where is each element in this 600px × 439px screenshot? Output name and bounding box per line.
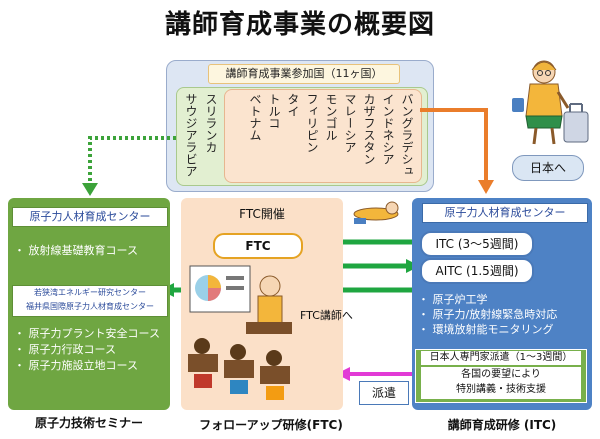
course-plant-safety: ・ 原子力プラント安全コース — [14, 327, 160, 340]
country-turkey: トルコ — [267, 93, 281, 129]
middle-caption: フォローアップ研修(FTC) — [199, 418, 343, 432]
dispatch-tag: 派遣 — [359, 381, 409, 405]
country-mongolia: モンゴル — [324, 93, 338, 141]
dispatch-body: 各国の要望により 特別講義・技術支援 — [421, 367, 581, 399]
country-srilanka: スリランカ — [204, 93, 218, 153]
diagram-title: 講師育成事業の概要図 — [164, 10, 435, 40]
japan-box: 日本へ — [512, 155, 584, 181]
aitc-box: AITC (1.5週間) — [420, 258, 534, 284]
topic-monitoring: ・ 環境放射能モニタリング — [418, 323, 554, 336]
dotted-green-arrow-head — [82, 183, 98, 196]
country-kazakhstan: カザフスタン — [362, 93, 376, 165]
participants-peach-panel — [224, 89, 422, 183]
dispatch-line1: 各国の要望により — [461, 369, 541, 380]
sub-center-line2: 福井県国際原子力人材育成センター — [26, 302, 154, 311]
orange-arrow-head — [478, 180, 494, 194]
course-site-location: ・ 原子力施設立地コース — [14, 359, 138, 372]
sub-center-line1: 若狭湾エネルギー研究センター — [34, 288, 146, 297]
ftc-box: FTC — [213, 233, 303, 259]
country-vietnam: ベトナム — [248, 93, 262, 141]
left-caption: 原子力技術セミナー — [34, 416, 143, 430]
country-bangladesh: バングラデシュ — [400, 93, 414, 177]
dispatch-line2: 特別講義・技術支援 — [456, 384, 546, 395]
country-thailand: タイ — [286, 93, 300, 117]
course-administration: ・ 原子力行政コース — [14, 343, 116, 356]
course-radiation-basic: ・ 放射線基礎教育コース — [14, 244, 138, 257]
left-sub-center: 若狭湾エネルギー研究センター 福井県国際原子力人材育成センター — [12, 285, 168, 317]
topic-emergency: ・ 原子力/放射線緊急時対応 — [418, 308, 558, 321]
country-indonesia: インドネシア — [381, 93, 395, 165]
itc-box: ITC (3～5週間) — [420, 231, 534, 257]
right-center-label: 原子力人材育成センター — [422, 203, 588, 223]
country-malaysia: マレーシア — [343, 93, 357, 153]
country-philippines: フィリピン — [305, 93, 319, 153]
orange-arrow — [420, 108, 488, 182]
topic-reactor: ・ 原子炉工学 — [418, 293, 488, 306]
dispatch-header: 日本人専門家派遣（1～3週間） — [421, 351, 581, 365]
dotted-green-arrow — [88, 136, 176, 185]
traveller-illustration — [512, 60, 589, 145]
country-saudiarabia: サウジアラビア — [184, 93, 198, 177]
left-center-label: 原子力人材育成センター — [12, 207, 168, 227]
classroom-illustration — [188, 265, 292, 400]
right-caption: 講師育成研修 (ITC) — [447, 418, 557, 432]
flying-person-illustration — [353, 201, 399, 224]
ftc-lecturer-label: FTC講師へ — [300, 309, 353, 322]
ftc-heading: FTC開催 — [239, 207, 285, 221]
participants-header: 講師育成事業参加国（11ヶ国） — [208, 64, 400, 84]
